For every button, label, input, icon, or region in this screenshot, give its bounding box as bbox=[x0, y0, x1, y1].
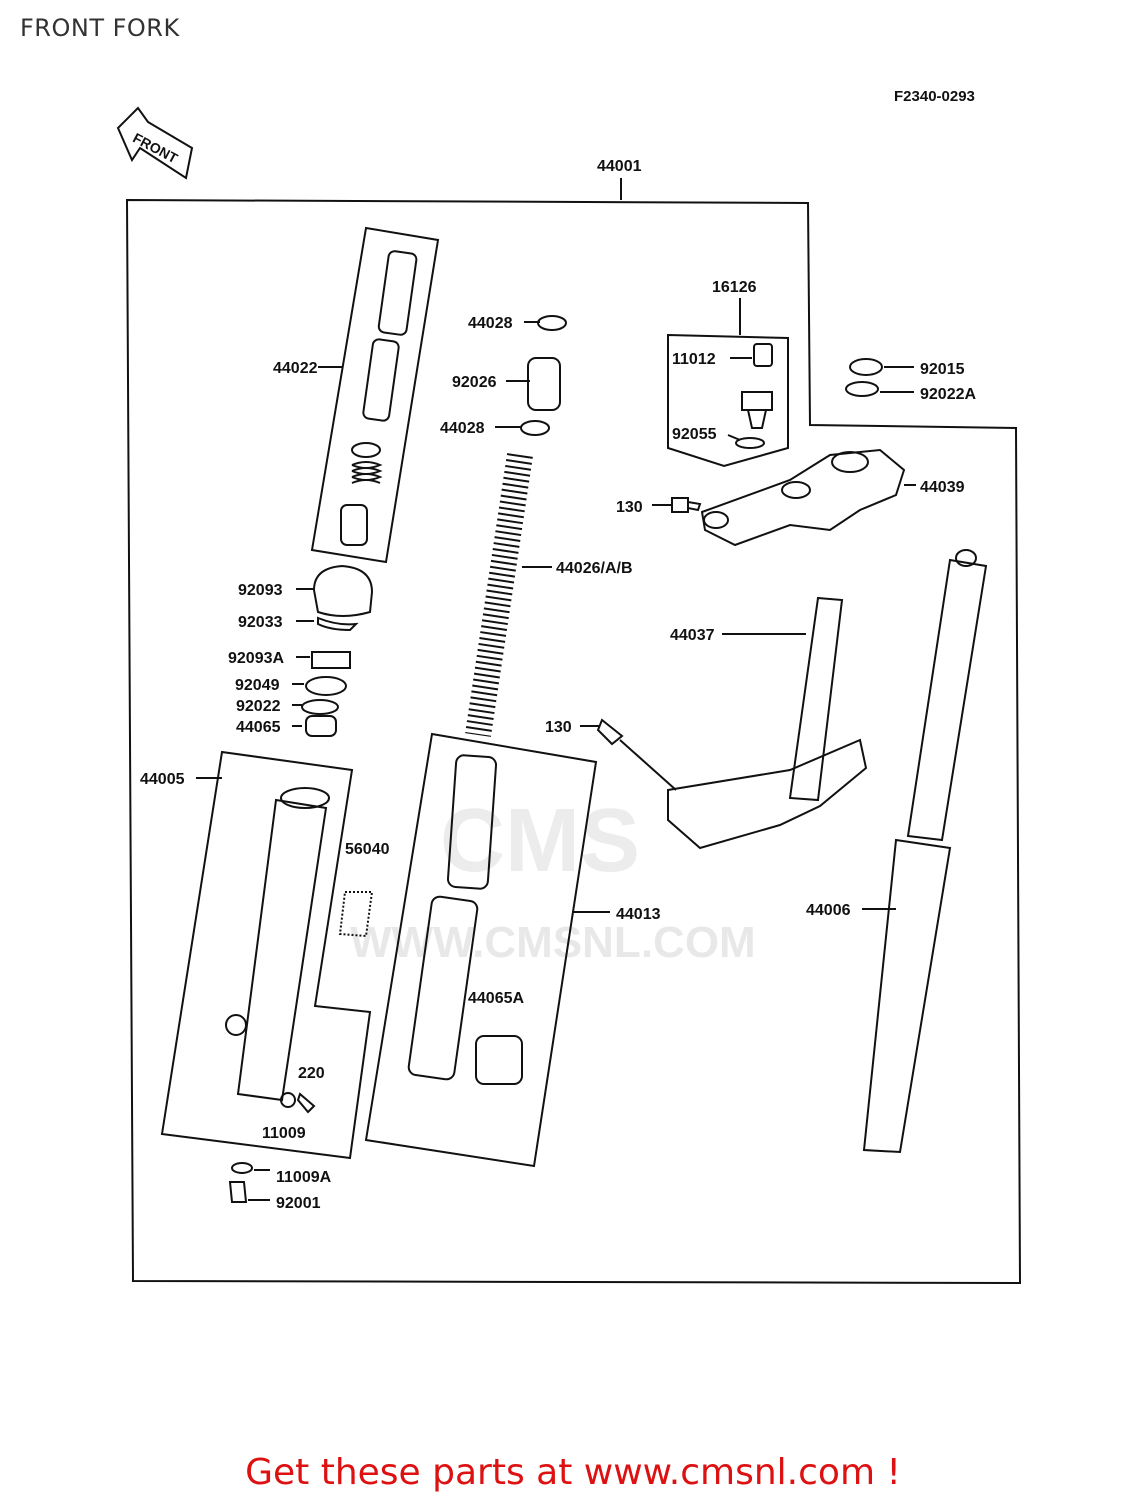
part-label-92022: 92022 bbox=[236, 698, 281, 715]
fork-spring bbox=[465, 453, 533, 737]
front-arrow-label: FRONT bbox=[130, 129, 180, 166]
part-label-130-lower: 130 bbox=[545, 719, 572, 736]
upper-bracket bbox=[700, 448, 906, 547]
part-label-130-upper: 130 bbox=[616, 499, 643, 516]
part-label-92049: 92049 bbox=[235, 677, 280, 694]
part-label-92001: 92001 bbox=[276, 1195, 321, 1212]
part-label-44013: 44013 bbox=[616, 906, 661, 923]
part-label-11012: 11012 bbox=[672, 351, 716, 368]
part-label-11009: 11009 bbox=[262, 1125, 306, 1142]
part-label-44005: 44005 bbox=[140, 771, 185, 788]
watermark-url: WWW.CMSNL.COM bbox=[350, 918, 756, 967]
part-label-92026: 92026 bbox=[452, 374, 497, 391]
promo-link[interactable]: Get these parts at www.cmsnl.com ! bbox=[245, 1452, 901, 1493]
part-label-44006: 44006 bbox=[806, 902, 851, 919]
steering-stem bbox=[667, 596, 868, 850]
part-label-44065: 44065 bbox=[236, 719, 281, 736]
page-title: FRONT FORK bbox=[20, 14, 180, 42]
part-label-44039: 44039 bbox=[920, 479, 965, 496]
parts-diagram: FRONT bbox=[116, 106, 1022, 1285]
part-label-92033: 92033 bbox=[238, 614, 283, 631]
part-label-44037: 44037 bbox=[670, 627, 715, 644]
fork-leg-assembled bbox=[862, 549, 988, 1154]
part-label-92015: 92015 bbox=[920, 361, 965, 378]
part-label-44022: 44022 bbox=[273, 360, 318, 377]
part-label-16126: 16126 bbox=[712, 279, 757, 296]
diagram-code: F2340-0293 bbox=[894, 88, 975, 105]
watermark-logo: CMS bbox=[440, 791, 640, 891]
part-label-44028-upper: 44028 bbox=[468, 315, 513, 332]
part-label-92093A: 92093A bbox=[228, 650, 284, 667]
part-label-44026: 44026/A/B bbox=[556, 560, 633, 577]
part-label-44065A: 44065A bbox=[468, 990, 524, 1007]
part-label-92093: 92093 bbox=[238, 582, 283, 599]
part-label-56040: 56040 bbox=[345, 841, 390, 858]
part-label-92055: 92055 bbox=[672, 426, 717, 443]
part-label-11009A: 11009A bbox=[276, 1169, 332, 1186]
front-arrow bbox=[116, 106, 194, 180]
group-44005 bbox=[160, 750, 372, 1160]
group-44022 bbox=[310, 226, 440, 564]
group-44013 bbox=[364, 732, 598, 1168]
part-label-92022A: 92022A bbox=[920, 386, 976, 403]
group-16126 bbox=[667, 333, 789, 468]
part-label-44028-lower: 44028 bbox=[440, 420, 485, 437]
part-label-220: 220 bbox=[298, 1065, 325, 1082]
part-label-44001: 44001 bbox=[597, 158, 642, 175]
assembly-outline bbox=[125, 198, 1022, 1285]
